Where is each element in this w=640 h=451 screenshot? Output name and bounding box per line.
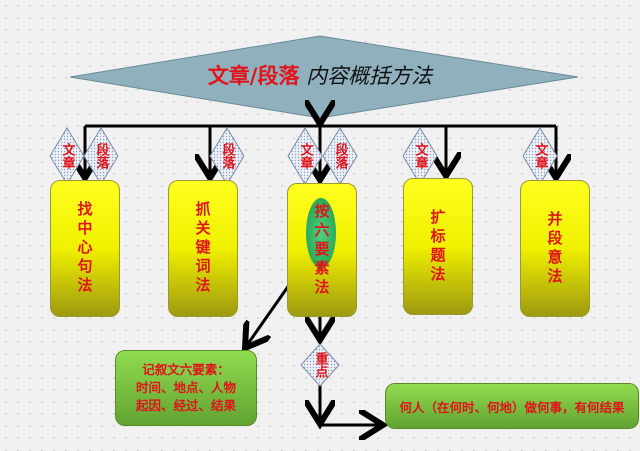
tag-paragraph: 段落 [210, 128, 244, 184]
key-summary-text: 何人（在何时、何地）做何事，有何结果 [399, 399, 625, 415]
tag-key-point: 重点 [303, 337, 337, 393]
method-keywords: 抓关键词法 [168, 180, 238, 317]
title-dark: 内容概括方法 [299, 64, 433, 88]
key-summary-box: 何人（在何时、何地）做何事，有何结果 [385, 383, 639, 429]
note-line: 起因、经过、结果 [135, 398, 236, 413]
method-expand-title: 扩标题法 [403, 178, 473, 315]
highlight-oval [306, 198, 336, 268]
note-line: 记叙文六要素： [142, 362, 230, 377]
method-central-sentence: 找中心句法 [50, 180, 120, 317]
tag-label: 重点 [312, 352, 328, 378]
method-six-elements: 按六要素法 [287, 183, 357, 317]
tag-article: 文章 [50, 128, 84, 184]
title-red: 文章/段落 [207, 64, 300, 88]
page-title: 文章/段落 内容概括方法 [170, 60, 470, 90]
tag-article: 文章 [523, 128, 557, 184]
six-elements-note: 记叙文六要素： 时间、地点、人物 起因、经过、结果 [115, 350, 257, 426]
tag-label: 文章 [532, 143, 548, 169]
tag-label: 文章 [59, 143, 75, 169]
note-line: 时间、地点、人物 [135, 380, 236, 395]
tag-label: 文章 [412, 143, 428, 169]
tag-label: 段落 [93, 143, 109, 169]
tag-paragraph: 段落 [323, 128, 357, 184]
tag-article: 文章 [288, 128, 322, 184]
method-label: 抓关键词法 [193, 201, 212, 296]
method-label: 按六要素法 [312, 202, 331, 298]
tag-article: 文章 [403, 128, 437, 184]
tag-label: 段落 [332, 143, 348, 169]
tag-paragraph: 段落 [84, 128, 118, 184]
method-merge-paragraphs: 并段意法 [520, 180, 590, 317]
method-label: 并段意法 [545, 210, 564, 287]
method-label: 找中心句法 [75, 201, 94, 296]
method-label: 扩标题法 [428, 208, 447, 285]
tag-label: 文章 [297, 143, 313, 169]
title-diamond [69, 35, 579, 119]
tag-label: 段落 [219, 143, 235, 169]
